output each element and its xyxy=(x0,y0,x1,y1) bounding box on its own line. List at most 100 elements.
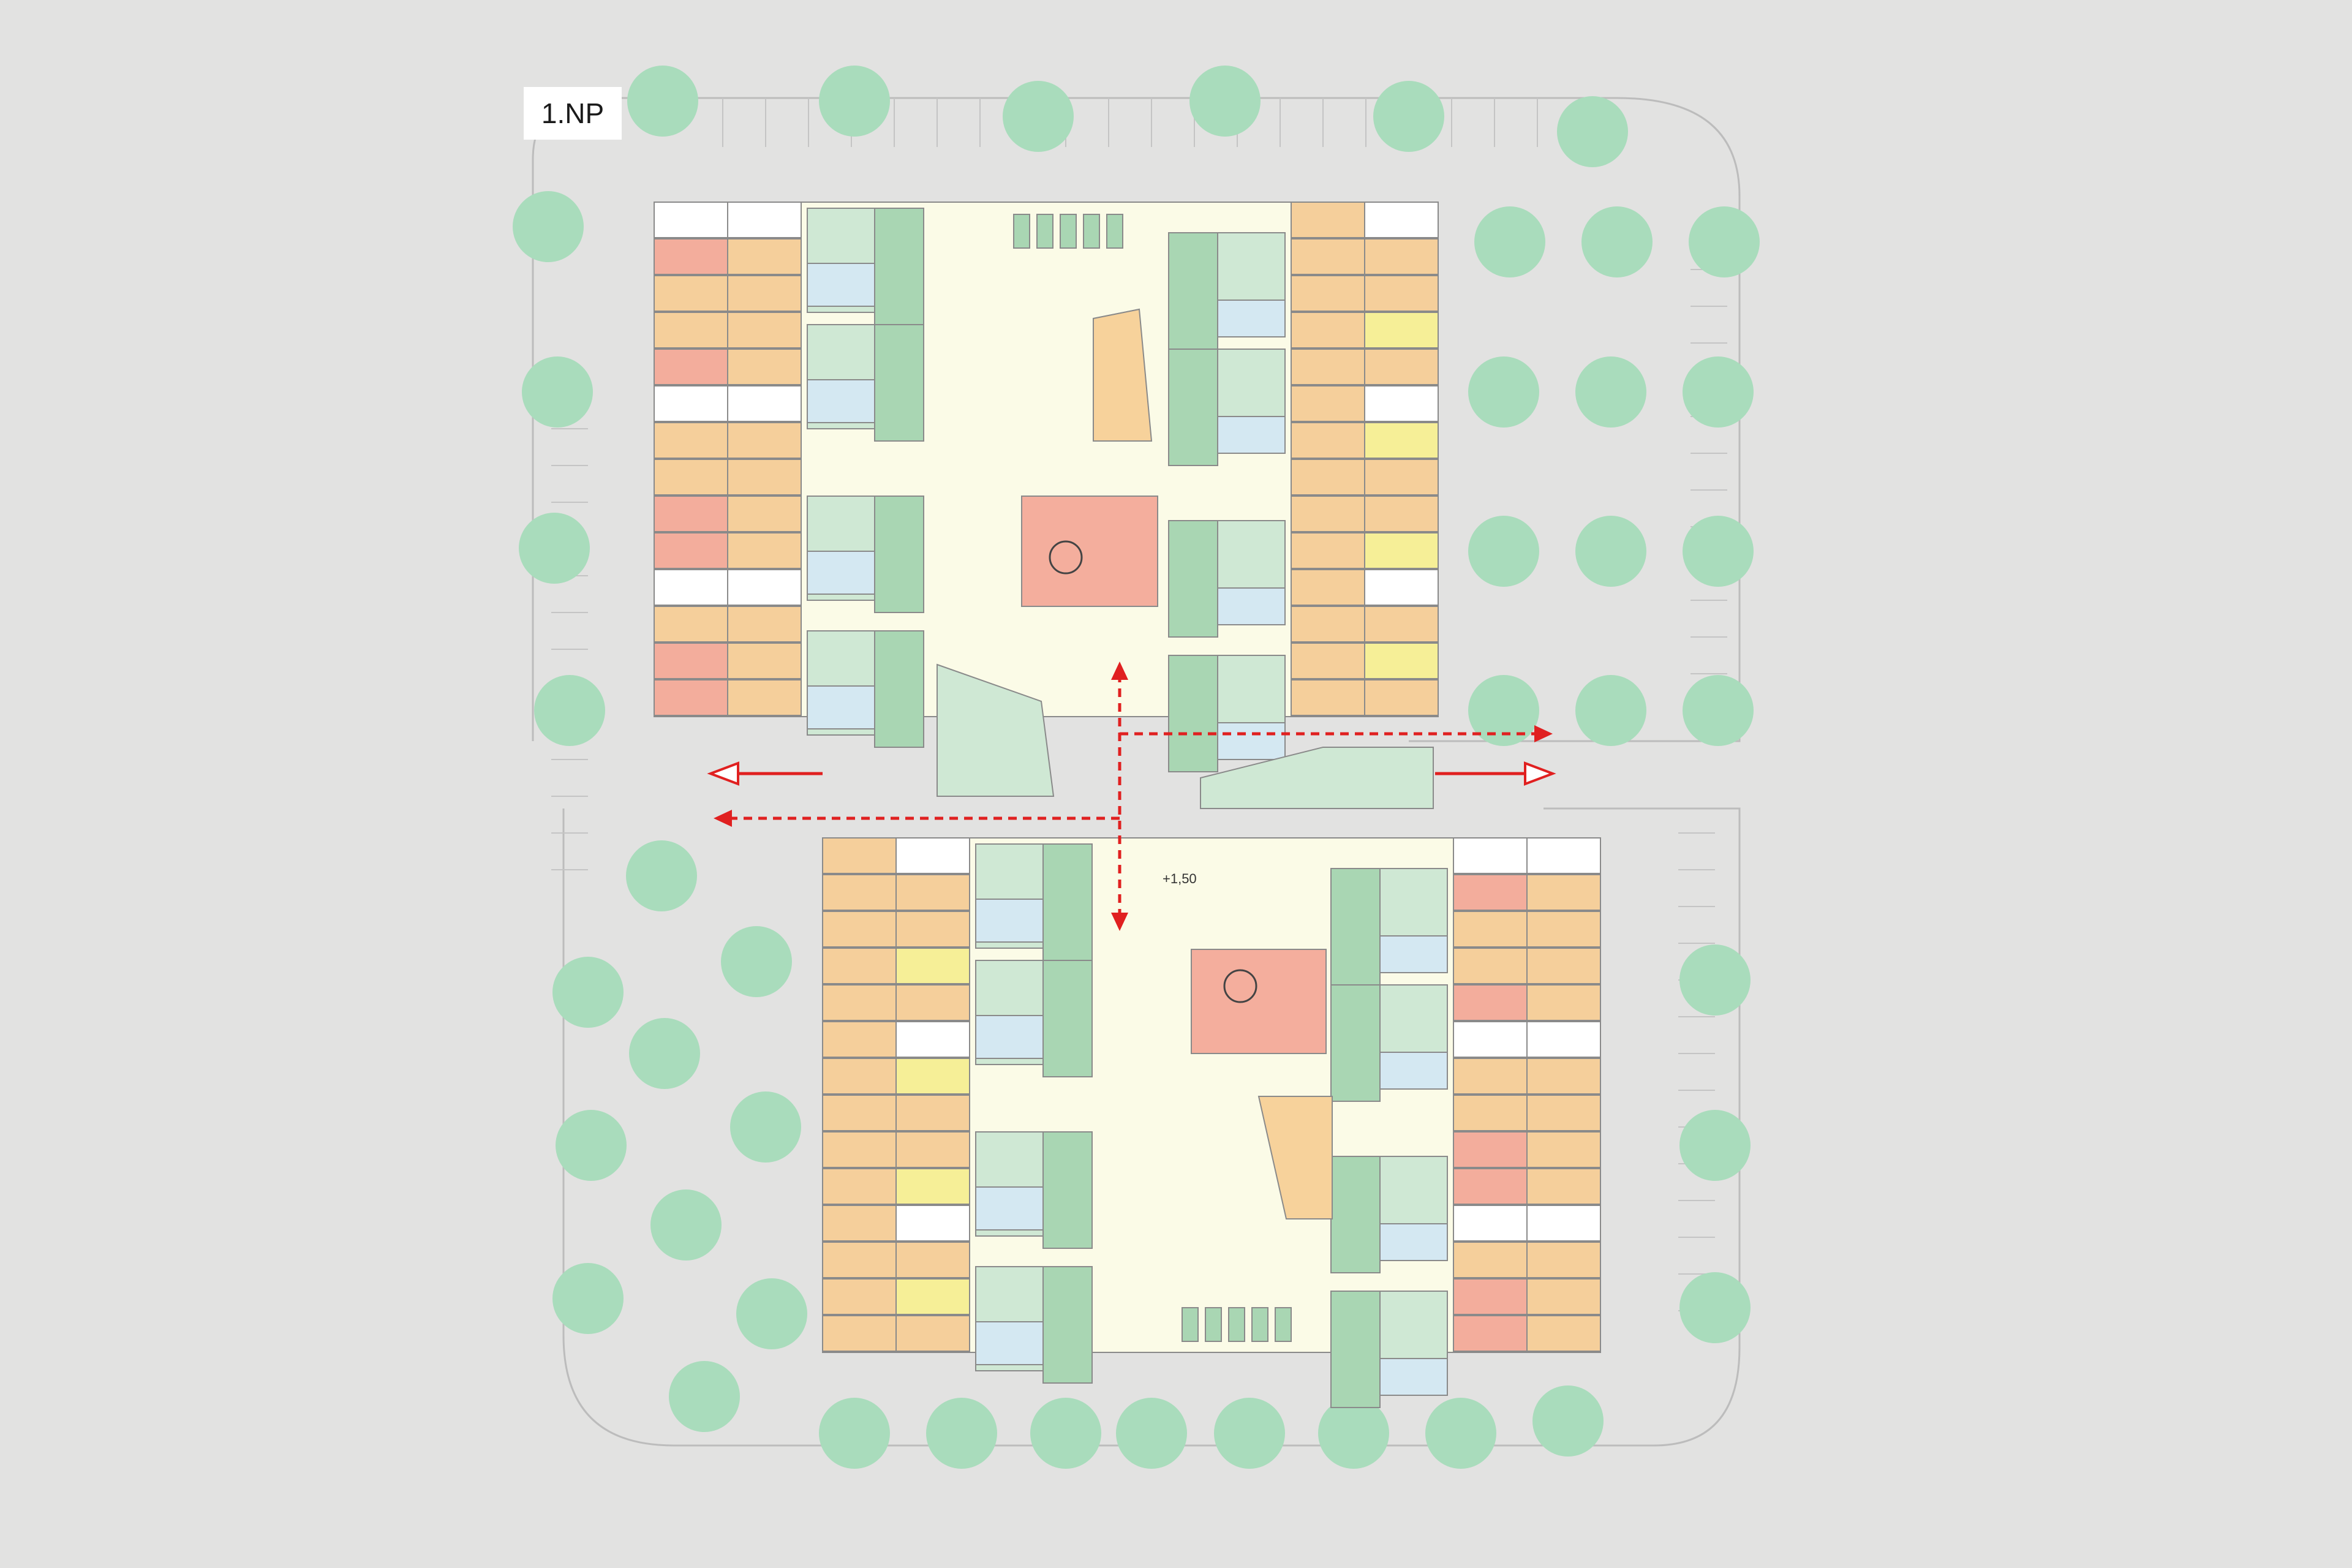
sport-court xyxy=(1093,308,1153,442)
apartment-unit xyxy=(1453,1168,1528,1205)
apartment-unit xyxy=(1291,643,1365,679)
apartment-unit xyxy=(1526,874,1601,911)
apartment-unit xyxy=(654,569,728,606)
water-feature xyxy=(1217,416,1286,454)
green-garden-block xyxy=(1042,843,1093,961)
tree-icon xyxy=(730,1091,801,1163)
trees xyxy=(513,66,1760,1469)
green-garden-block xyxy=(874,630,924,748)
tree-icon xyxy=(1679,1110,1751,1181)
apartment-unit xyxy=(1453,1242,1528,1278)
tree-icon xyxy=(1030,1398,1101,1469)
water-feature xyxy=(1379,1223,1448,1261)
circulation-arrows xyxy=(707,662,1556,931)
apartment-unit xyxy=(654,679,728,716)
apartment-unit xyxy=(822,1315,897,1352)
tree-icon xyxy=(1468,675,1539,746)
apartment-unit xyxy=(1364,569,1439,606)
apartment-unit xyxy=(895,984,970,1021)
tree-icon xyxy=(1468,516,1539,587)
apartment-unit xyxy=(1364,643,1439,679)
tree-icon xyxy=(1189,66,1261,137)
apartment-unit xyxy=(895,911,970,948)
green-garden-block xyxy=(1168,520,1218,638)
apartment-unit xyxy=(727,569,802,606)
apartment-unit xyxy=(895,1021,970,1058)
apartment-unit xyxy=(654,643,728,679)
apartment-unit xyxy=(895,1168,970,1205)
tree-icon xyxy=(629,1018,700,1089)
apartment-unit xyxy=(1453,1058,1528,1095)
apartment-unit xyxy=(822,1058,897,1095)
tree-icon xyxy=(1373,81,1444,152)
tree-icon xyxy=(552,957,624,1028)
tree-icon xyxy=(1557,96,1628,167)
apartment-unit xyxy=(1526,1205,1601,1242)
tree-icon xyxy=(1683,356,1754,428)
apartment-unit xyxy=(654,238,728,275)
arrow-head-icon xyxy=(714,810,732,827)
planter-box xyxy=(1205,1307,1222,1342)
planter-box xyxy=(1251,1307,1268,1342)
water-feature xyxy=(1217,300,1286,337)
apartment-unit xyxy=(822,948,897,984)
apartment-unit xyxy=(654,496,728,532)
sport-court xyxy=(1257,1096,1333,1219)
apartment-unit xyxy=(1291,275,1365,312)
apartment-unit xyxy=(1526,984,1601,1021)
apartment-unit xyxy=(654,385,728,422)
apartment-unit xyxy=(895,1095,970,1131)
apartment-unit xyxy=(1453,1021,1528,1058)
apartment-unit xyxy=(895,1278,970,1315)
play-equipment-icon xyxy=(1049,540,1083,575)
apartment-unit xyxy=(1453,911,1528,948)
planter-box xyxy=(1013,214,1030,249)
apartment-unit xyxy=(895,948,970,984)
south-block xyxy=(822,837,1601,1408)
apartment-unit xyxy=(1453,874,1528,911)
apartment-unit xyxy=(654,459,728,496)
apartment-unit xyxy=(1526,1021,1601,1058)
apartment-unit xyxy=(654,422,728,459)
apartment-unit xyxy=(1291,569,1365,606)
playground-area xyxy=(1191,949,1327,1054)
planter-box xyxy=(1275,1307,1292,1342)
apartment-unit xyxy=(1453,1315,1528,1352)
water-feature xyxy=(1217,587,1286,625)
level-label: +1,50 xyxy=(1163,871,1197,886)
apartment-unit xyxy=(1291,422,1365,459)
green-garden-block xyxy=(1168,232,1218,350)
water-feature xyxy=(807,379,875,423)
apartment-unit xyxy=(654,606,728,643)
apartment-unit xyxy=(654,275,728,312)
tree-icon xyxy=(1679,944,1751,1016)
planter-box xyxy=(1036,214,1054,249)
green-garden-block xyxy=(1330,868,1381,986)
tree-icon xyxy=(1575,356,1646,428)
apartment-unit xyxy=(1526,1095,1601,1131)
water-feature xyxy=(807,551,875,595)
tree-icon xyxy=(1575,675,1646,746)
apartment-unit xyxy=(1526,911,1601,948)
water-feature xyxy=(1379,1358,1448,1396)
tree-icon xyxy=(650,1189,722,1261)
apartment-unit xyxy=(822,837,897,874)
apartment-unit xyxy=(1291,238,1365,275)
play-equipment-icon xyxy=(1223,969,1257,1003)
green-garden-block xyxy=(874,496,924,613)
planter-box xyxy=(1182,1307,1199,1342)
water-feature xyxy=(1379,935,1448,973)
apartment-unit xyxy=(654,202,728,238)
tree-icon xyxy=(1689,206,1760,277)
apartment-unit xyxy=(1526,1315,1601,1352)
tree-icon xyxy=(1474,206,1545,277)
tree-icon xyxy=(819,1398,890,1469)
arrow-head-icon xyxy=(707,761,739,786)
planter-box xyxy=(1060,214,1077,249)
apartment-unit xyxy=(727,532,802,569)
apartment-unit xyxy=(895,1058,970,1095)
apartment-unit xyxy=(1291,606,1365,643)
planter-box xyxy=(1106,214,1123,249)
apartment-unit xyxy=(727,643,802,679)
apartment-unit xyxy=(1291,202,1365,238)
